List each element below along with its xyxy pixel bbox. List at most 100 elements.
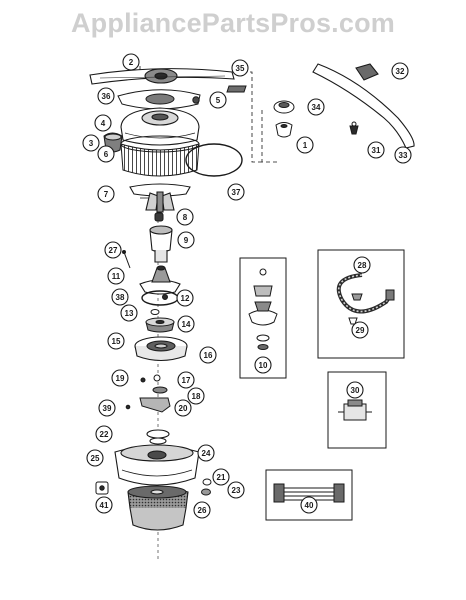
callout-circle bbox=[307, 98, 325, 116]
callout-32: 32 bbox=[391, 62, 409, 80]
callout-circle bbox=[82, 134, 100, 152]
callout-circle bbox=[367, 141, 385, 159]
callout-number: 9 bbox=[184, 236, 189, 245]
washer-icon bbox=[150, 309, 160, 315]
callout-circle bbox=[254, 356, 272, 374]
callout-circle bbox=[95, 496, 113, 514]
callout-number: 19 bbox=[116, 374, 125, 383]
callout-36: 36 bbox=[97, 87, 115, 105]
callout-circle bbox=[227, 183, 245, 201]
callout-number: 23 bbox=[232, 486, 241, 495]
callout-circle bbox=[86, 449, 104, 467]
callout-22: 22 bbox=[95, 425, 113, 443]
screw-icon bbox=[192, 96, 200, 104]
callout-circle bbox=[193, 501, 211, 519]
callout-6: 6 bbox=[97, 145, 115, 163]
callout-9: 9 bbox=[177, 231, 195, 249]
spray-arm-hub-icon bbox=[273, 100, 295, 138]
callout-circle bbox=[97, 185, 115, 203]
callout-circle bbox=[104, 241, 122, 259]
callout-circle bbox=[174, 399, 192, 417]
callout-circle bbox=[176, 289, 194, 307]
callout-18: 18 bbox=[187, 387, 205, 405]
callout-37: 37 bbox=[227, 183, 245, 201]
upper-spray-arm-icon bbox=[89, 68, 235, 85]
callout-circle bbox=[122, 53, 140, 71]
callout-number: 21 bbox=[217, 473, 226, 482]
impeller-housing-icon bbox=[139, 265, 181, 295]
callout-circle bbox=[120, 304, 138, 322]
callout-circle bbox=[98, 399, 116, 417]
callout-4: 4 bbox=[94, 114, 112, 132]
motor-icon bbox=[127, 485, 189, 531]
wire-harness-icon bbox=[273, 483, 345, 503]
callout-25: 25 bbox=[86, 449, 104, 467]
callout-circle bbox=[95, 425, 113, 443]
callout-number: 6 bbox=[104, 150, 109, 159]
callout-number: 26 bbox=[198, 506, 207, 515]
callout-13: 13 bbox=[120, 304, 138, 322]
callout-39: 39 bbox=[98, 399, 116, 417]
callout-circle bbox=[187, 387, 205, 405]
callout-number: 18 bbox=[192, 392, 201, 401]
callout-circle bbox=[107, 267, 125, 285]
callout-circle bbox=[176, 208, 194, 226]
callout-33: 33 bbox=[394, 146, 412, 164]
callout-16: 16 bbox=[199, 346, 217, 364]
callout-1: 1 bbox=[296, 136, 314, 154]
callout-circle bbox=[351, 321, 369, 339]
callout-circle bbox=[199, 346, 217, 364]
callout-number: 40 bbox=[305, 501, 314, 510]
callout-number: 27 bbox=[109, 246, 118, 255]
callout-number: 16 bbox=[204, 351, 213, 360]
callout-circle bbox=[97, 145, 115, 163]
callout-circle bbox=[212, 468, 230, 486]
hose-icon bbox=[336, 273, 395, 314]
callout-10: 10 bbox=[254, 356, 272, 374]
nut-icon bbox=[154, 212, 164, 222]
callout-number: 41 bbox=[100, 501, 109, 510]
callout-circle bbox=[300, 496, 318, 514]
filter-screen-icon bbox=[120, 135, 200, 177]
callout-40: 40 bbox=[300, 496, 318, 514]
callout-8: 8 bbox=[176, 208, 194, 226]
callout-number: 2 bbox=[129, 58, 134, 67]
callout-number: 17 bbox=[182, 376, 191, 385]
callout-number: 22 bbox=[100, 430, 109, 439]
callout-number: 8 bbox=[183, 213, 188, 222]
callout-24: 24 bbox=[197, 444, 215, 462]
callout-38: 38 bbox=[111, 288, 129, 306]
callout-14: 14 bbox=[177, 315, 195, 333]
clip-icon bbox=[201, 478, 212, 496]
callout-number: 3 bbox=[89, 139, 94, 148]
callout-circle bbox=[227, 481, 245, 499]
callout-circle bbox=[209, 91, 227, 109]
callout-number: 5 bbox=[216, 96, 221, 105]
callout-circle bbox=[107, 332, 125, 350]
callout-number: 36 bbox=[102, 92, 111, 101]
impeller-icon bbox=[129, 183, 191, 213]
callout-circle bbox=[177, 231, 195, 249]
callout-number: 31 bbox=[372, 146, 381, 155]
callout-3: 3 bbox=[82, 134, 100, 152]
callout-30: 30 bbox=[346, 381, 364, 399]
callout-number: 34 bbox=[312, 103, 321, 112]
callout-19: 19 bbox=[111, 369, 129, 387]
callout-number: 1 bbox=[303, 141, 308, 150]
callout-5: 5 bbox=[209, 91, 227, 109]
pin-icon bbox=[122, 250, 131, 269]
callout-number: 35 bbox=[236, 64, 245, 73]
valve-icon bbox=[338, 399, 372, 421]
callout-number: 4 bbox=[101, 119, 106, 128]
callout-29: 29 bbox=[351, 321, 369, 339]
callout-number: 10 bbox=[259, 361, 268, 370]
callout-circle bbox=[353, 256, 371, 274]
callout-circle bbox=[197, 444, 215, 462]
fitting-icon bbox=[140, 374, 168, 394]
callout-circle bbox=[97, 87, 115, 105]
callout-number: 12 bbox=[181, 294, 190, 303]
callout-20: 20 bbox=[174, 399, 192, 417]
ball-icon bbox=[162, 294, 168, 300]
